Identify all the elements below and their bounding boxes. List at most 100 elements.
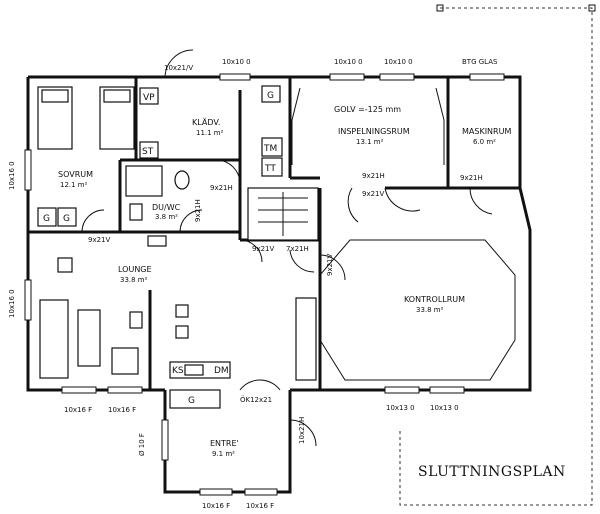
door-swing: [384, 187, 421, 212]
fixture-ks: KS: [172, 366, 184, 376]
door-label: 9x21H: [194, 199, 202, 222]
fixture-tt: TT: [264, 164, 276, 174]
window-label: 10x16 F: [246, 502, 274, 510]
room-name-klador: KLÄDV.: [192, 117, 220, 127]
window-label: 10x16 0: [8, 289, 16, 318]
door-swing: [319, 254, 346, 281]
desk: [295, 297, 317, 381]
fixture-dm: DM: [214, 366, 229, 376]
room-area-lounge: 33.8 m²: [120, 276, 148, 284]
room-area-entre: 9.1 m²: [212, 450, 235, 458]
room-name-duwc: DU/WC: [152, 203, 181, 212]
room-name-inspelning: INSPELNINGSRUM: [338, 127, 410, 136]
window: [61, 386, 97, 394]
exterior-wall: [28, 75, 532, 392]
fixture-tm: TM: [263, 144, 277, 154]
plan-title: SLUTTNINGSPLAN: [418, 464, 566, 480]
window: [469, 73, 505, 81]
sink: [184, 364, 204, 376]
cabinet: [261, 85, 281, 103]
door-swing: [289, 419, 317, 447]
wardrobe: [37, 207, 57, 227]
window-label: Ø 10 F: [138, 433, 146, 456]
door-label: 9x21V: [88, 236, 111, 244]
window-label: 10x10 0: [222, 58, 251, 66]
fixture-g-entre: G: [188, 396, 195, 406]
room-area-klador: 11.1 m²: [196, 129, 224, 137]
door-label: 9x21H: [362, 172, 385, 180]
window: [161, 419, 169, 461]
window: [107, 386, 143, 394]
door-swing: [469, 187, 493, 215]
fixture-vp: VP: [143, 93, 155, 103]
window: [379, 73, 415, 81]
room-name-maskin: MASKINRUM: [462, 127, 511, 136]
shower: [125, 165, 163, 197]
pillow: [41, 89, 69, 103]
sofa: [39, 299, 69, 379]
lamp: [57, 257, 73, 273]
door-label: 9x21H: [460, 174, 483, 182]
stool: [175, 304, 189, 318]
room-area-duwc: 3.8 m²: [155, 213, 178, 221]
wardrobe: [57, 207, 77, 227]
room-outline-kontroll: [319, 239, 516, 381]
room-outline-inspelning: [291, 87, 301, 165]
room-area-sovrum: 12.1 m²: [60, 181, 88, 189]
boundary-marker: [436, 4, 444, 12]
window-label: BTG GLAS: [462, 58, 498, 66]
fixture-g-klador: G: [267, 91, 274, 101]
tt-unit: [261, 157, 283, 177]
window-label: 10x10 0: [384, 58, 413, 66]
window: [219, 73, 251, 81]
window: [199, 488, 233, 496]
door-label: 9x21V: [362, 190, 385, 198]
door-swing: [239, 379, 281, 391]
door-swing: [81, 209, 105, 233]
golv-note: GOLV =-125 mm: [334, 105, 401, 114]
door-swing: [289, 249, 315, 273]
boundary-marker: [588, 4, 596, 12]
room-outline-inspelning: [435, 87, 445, 165]
window-label: 10x10 0: [334, 58, 363, 66]
tm-unit: [261, 137, 283, 157]
door-label: 7x21H: [286, 245, 309, 253]
window: [329, 73, 365, 81]
window-label: 10x16 F: [202, 502, 230, 510]
window: [384, 386, 420, 394]
window: [24, 279, 32, 321]
st-unit: [139, 141, 159, 159]
window-label: 10x16 F: [108, 406, 136, 414]
coffee-table: [77, 309, 101, 367]
door-label: 9x21V: [252, 245, 275, 253]
toilet: [174, 170, 190, 190]
door-swing: [164, 49, 194, 79]
window: [244, 488, 278, 496]
entre-cabinet: [169, 389, 221, 409]
site-boundary: [399, 7, 593, 506]
speaker: [147, 235, 167, 247]
fixture-st: ST: [142, 147, 154, 157]
armchair: [111, 347, 139, 375]
door-swing: [217, 159, 241, 183]
sink: [129, 203, 143, 221]
stool: [129, 311, 143, 329]
room-name-lounge: LOUNGE: [118, 265, 152, 274]
door-label: 9x21H: [210, 184, 233, 192]
pillow: [103, 89, 131, 103]
room-name-sovrum: SOVRUM: [58, 170, 93, 179]
window: [24, 149, 32, 191]
door-label: 10x21/V: [164, 64, 193, 72]
vp-unit: [139, 87, 159, 105]
window-label: 10x13 0: [430, 404, 459, 412]
door-label: ÖK12x21: [240, 395, 272, 404]
door-swing: [239, 239, 263, 263]
door-label: 9x21V: [326, 253, 334, 276]
window-label: 10x16 0: [8, 161, 16, 190]
window-label: 10x16 F: [64, 406, 92, 414]
fixture-g1: G: [43, 214, 50, 224]
window: [429, 386, 465, 394]
fixture-g2: G: [63, 214, 70, 224]
door-label: 10x21H: [298, 417, 306, 444]
